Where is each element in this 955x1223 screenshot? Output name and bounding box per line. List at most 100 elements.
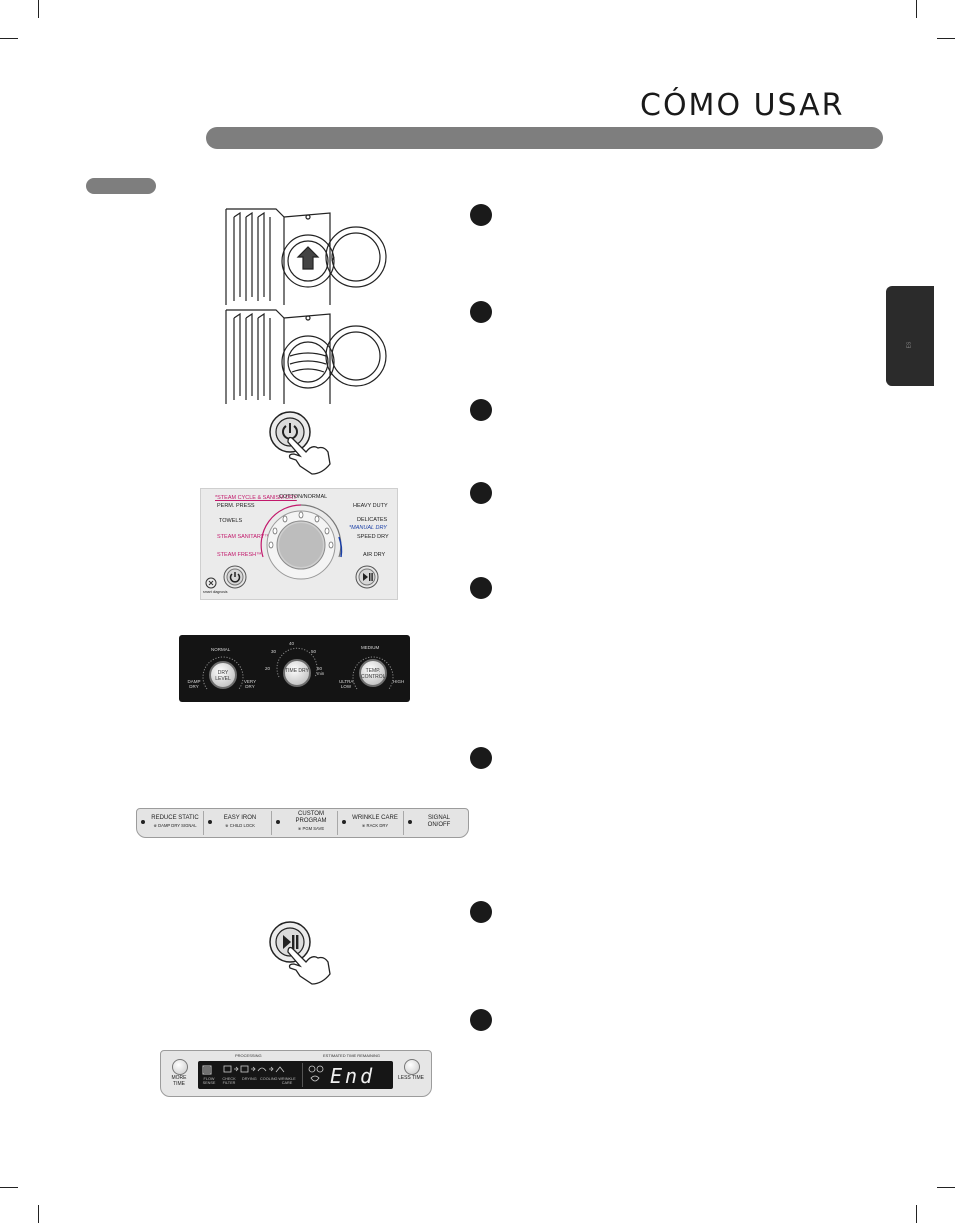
crop-mark — [937, 38, 955, 39]
option-indicator — [276, 820, 280, 824]
power-button-press-illustration — [269, 411, 331, 475]
time-readout: End — [330, 1064, 376, 1088]
crop-mark — [0, 38, 18, 39]
crop-mark — [0, 1187, 18, 1188]
option-label: REDUCE STATIC — [151, 815, 199, 821]
step-bullet — [470, 901, 492, 923]
start-pause-press-illustration — [269, 921, 331, 985]
dry-level-left: DAMP DRY — [187, 679, 201, 689]
temp-left: ULTRA LOW — [339, 679, 354, 689]
crop-mark — [937, 1187, 955, 1188]
status-check-filter: CHECK FILTER — [222, 1077, 236, 1085]
time-dry-left-top: 30 — [271, 649, 277, 654]
step-bullet — [470, 399, 492, 421]
time-dry-knob[interactable]: TIME DRY — [283, 659, 311, 687]
temp-control-knob[interactable]: TEMP. CONTROL — [359, 659, 387, 687]
cycle-right-2: *MANUAL DRY — [349, 525, 387, 531]
crop-mark — [916, 0, 917, 18]
status-wrinkle-care: WRINKLE CARE — [278, 1077, 296, 1085]
cycle-left-3[interactable]: STEAM FRESH™ — [217, 552, 262, 558]
flow-sense-icon — [202, 1065, 212, 1075]
cycle-right-4[interactable]: AIR DRY — [363, 552, 386, 558]
cycle-right-3[interactable]: SPEED DRY — [357, 534, 389, 540]
more-time-label: MORE TIME — [171, 1075, 187, 1087]
option-label: WRINKLE CARE — [352, 815, 398, 821]
progress-icons — [223, 1065, 285, 1073]
option-label: CUSTOM PROGRAM — [295, 811, 327, 824]
smart-diagnosis-label: smart diagnosis — [203, 590, 228, 594]
option-reduce-static[interactable]: REDUCE STATIC ※ DAMP DRY SIGNAL — [147, 809, 203, 843]
cycle-top-center[interactable]: COTTON/NORMAL — [279, 494, 328, 500]
option-sub: ※ CHILD LOCK — [225, 823, 255, 828]
step-bullet — [470, 301, 492, 323]
power-button[interactable] — [223, 565, 247, 589]
option-signal[interactable]: SIGNAL ON/OFF — [415, 809, 463, 843]
option-indicator — [141, 820, 145, 824]
option-label: EASY IRON — [223, 815, 257, 821]
side-tab-text: ES — [906, 341, 913, 349]
more-time-button[interactable] — [172, 1059, 188, 1075]
section-pill — [86, 178, 156, 194]
lcd-screen: FLOW SENSE CHECK FILTER DRYING COOLING W… — [198, 1061, 393, 1089]
smart-diagnosis-icon — [205, 577, 217, 589]
temp-top: MEDIUM — [361, 645, 380, 650]
time-dry-ring — [276, 647, 318, 678]
screen-divider — [302, 1063, 303, 1087]
crop-mark — [38, 0, 39, 18]
less-time-button[interactable] — [404, 1059, 420, 1075]
step-bullet — [470, 747, 492, 769]
option-easy-iron[interactable]: EASY IRON ※ CHILD LOCK — [213, 809, 267, 843]
divider — [403, 811, 404, 835]
dry-level-right: VERY DRY — [243, 679, 257, 689]
dry-level-ring — [202, 656, 244, 690]
cycle-left-0[interactable]: PERM. PRESS — [217, 503, 255, 509]
crop-mark — [38, 1205, 39, 1223]
divider — [203, 811, 204, 835]
option-buttons-strip: REDUCE STATIC ※ DAMP DRY SIGNAL EASY IRO… — [136, 808, 469, 838]
dry-level-top: NORMAL — [211, 647, 231, 652]
option-wrinkle-care[interactable]: WRINKLE CARE ※ RACK DRY — [347, 809, 403, 843]
status-cooling: COOLING — [260, 1077, 278, 1081]
estimated-time-label: ESTIMATED TIME REMAINING — [323, 1053, 380, 1058]
cycle-dial-panel: *STEAM CYCLE & SANISM DRY COTTON/NORMAL … — [200, 488, 398, 600]
step-bullet — [470, 204, 492, 226]
step-bullet — [470, 482, 492, 504]
option-indicator — [208, 820, 212, 824]
page-title: CÓMO USAR — [640, 88, 845, 123]
processing-label: PROCESSING — [235, 1053, 262, 1058]
step-bullet — [470, 1009, 492, 1031]
option-sub: ※ DAMP DRY SIGNAL — [153, 823, 197, 828]
display-panel: MORE TIME PROCESSING ESTIMATED TIME REMA… — [160, 1050, 432, 1097]
dryer-drum-illustration — [225, 309, 387, 404]
cycle-left-1[interactable]: TOWELS — [219, 518, 243, 524]
status-flow-sense: FLOW SENSE — [202, 1077, 216, 1085]
option-sub: ※ PGM SAVE — [297, 826, 325, 831]
time-dry-left: 20 — [265, 666, 271, 671]
option-label: SIGNAL ON/OFF — [427, 815, 451, 828]
dry-level-knob[interactable]: DRY LEVEL — [209, 661, 237, 689]
cycle-right-0[interactable]: HEAVY DUTY — [353, 503, 388, 509]
option-indicator — [408, 820, 412, 824]
temp-ring — [352, 656, 394, 690]
dryer-door-open-illustration — [225, 208, 387, 305]
divider — [337, 811, 338, 835]
status-drying: DRYING — [242, 1077, 257, 1081]
steam-cycle-header: *STEAM CYCLE & SANISM DRY — [215, 495, 297, 501]
time-dry-top: 40 — [289, 641, 295, 646]
cycle-left-2[interactable]: STEAM SANITARY™ — [217, 534, 270, 540]
language-side-tab: ES — [886, 286, 934, 386]
step-bullet — [470, 577, 492, 599]
lock-icon — [308, 1065, 324, 1082]
time-dry-right: 60 min — [317, 666, 325, 676]
cycle-knob[interactable] — [253, 497, 349, 593]
option-sub: ※ RACK DRY — [361, 823, 389, 828]
header-bar — [206, 127, 883, 149]
temp-right: HIGH — [393, 679, 405, 684]
start-pause-button[interactable] — [355, 565, 379, 589]
divider — [271, 811, 272, 835]
time-dry-right-top: 50 — [311, 649, 317, 654]
cycle-right-1[interactable]: DELICATES — [357, 517, 388, 523]
option-custom-program[interactable]: CUSTOM PROGRAM ※ PGM SAVE — [283, 809, 339, 839]
less-time-label: LESS TIME — [397, 1075, 425, 1081]
crop-mark — [916, 1205, 917, 1223]
